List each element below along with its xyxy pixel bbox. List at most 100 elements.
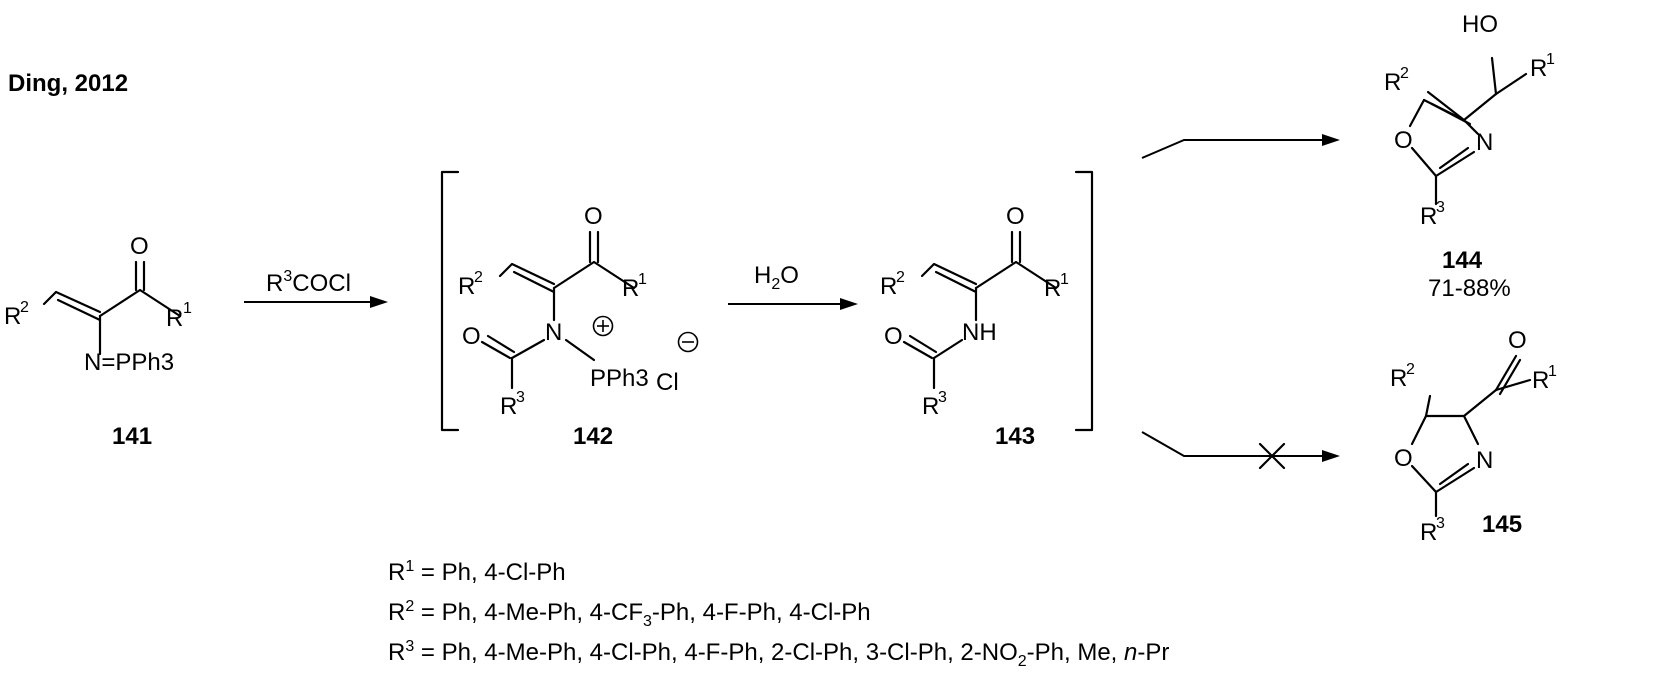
atom-label: O <box>462 323 481 350</box>
bond <box>1462 414 1480 446</box>
atom-superscript: 2 <box>20 299 29 316</box>
bond <box>564 338 596 362</box>
compound-number: 144 <box>1442 247 1483 274</box>
atom-label: R <box>922 393 939 420</box>
bond <box>486 334 516 354</box>
atom-superscript: 1 <box>183 300 192 317</box>
compound-number: 141 <box>112 423 152 450</box>
atom-label: R <box>1384 69 1401 96</box>
atom-superscript: 3 <box>938 389 947 406</box>
atom-superscript: 3 <box>1436 515 1445 532</box>
hydroxyl-label: HO <box>1462 11 1498 38</box>
atom-superscript: 1 <box>1060 271 1069 288</box>
bond <box>932 338 964 360</box>
atom-label: R <box>1420 519 1437 546</box>
bond <box>1424 394 1432 418</box>
atom-superscript: 2 <box>1400 65 1409 82</box>
atom-label: R <box>1390 365 1407 392</box>
atom-label: R <box>1530 55 1547 82</box>
phosphonium-label: PPh3 <box>590 365 649 392</box>
bond <box>1462 118 1480 136</box>
atom-label: O <box>884 323 903 350</box>
negative-charge-icon <box>677 331 699 353</box>
reagent-r3cocl: R3COCl <box>266 268 351 297</box>
atom-label: R <box>1420 203 1437 230</box>
blocked-cross-icon <box>1258 442 1286 470</box>
reaction-arrow-2: H2O <box>728 262 858 310</box>
bond <box>512 270 556 294</box>
atom-superscript: 2 <box>896 269 905 286</box>
positive-charge-icon <box>592 315 614 337</box>
bond <box>1410 146 1438 178</box>
atom-label: R <box>4 303 21 330</box>
reagent-h2o: H2O <box>754 262 799 293</box>
compound-number: 145 <box>1482 511 1522 538</box>
bond <box>98 288 182 318</box>
bond <box>1410 464 1438 494</box>
substituent-r1-line: R1 = Ph, 4-Cl-Ph <box>388 558 566 586</box>
atom-label: R <box>500 393 517 420</box>
atom-label: R <box>166 305 183 332</box>
atom-superscript: 1 <box>638 271 647 288</box>
bracket-right <box>1074 170 1094 432</box>
amine-label: NH <box>962 319 997 346</box>
bond <box>1494 378 1532 392</box>
bond <box>1494 72 1528 96</box>
bond <box>498 262 556 286</box>
bracket-left <box>440 170 460 432</box>
atom-label: O <box>1006 203 1025 230</box>
yield-label: 71-88% <box>1428 275 1511 302</box>
compound-145: R 2 O R 1 O N R 3 145 <box>1390 327 1557 546</box>
compound-142: R 2 O R 1 N O R 3 PPh3 Cl 142 <box>458 203 699 450</box>
atom-superscript: 3 <box>516 389 525 406</box>
compound-141: R 2 O R 1 N=PPh3 141 <box>4 233 192 450</box>
atom-label: O <box>1508 327 1527 354</box>
compound-144: HO R 2 R 1 O N R 3 144 71-88% <box>1384 11 1555 302</box>
atom-label: O <box>130 233 149 260</box>
bond <box>974 260 1058 290</box>
bond <box>1410 414 1428 446</box>
bond <box>1462 388 1498 418</box>
bond <box>1434 466 1476 494</box>
atom-label: R <box>458 273 475 300</box>
compound-number: 143 <box>995 423 1035 450</box>
reaction-arrow-to-145-blocked <box>1141 431 1340 470</box>
scheme-title: Ding, 2012 <box>8 70 128 97</box>
atom-label: R <box>880 273 897 300</box>
atom-label: N <box>1476 129 1493 156</box>
counterion-label: Cl <box>656 369 679 396</box>
atom-superscript: 1 <box>1546 51 1555 68</box>
atom-label: N <box>545 319 562 346</box>
atom-superscript: 1 <box>1548 363 1557 380</box>
bond <box>920 262 978 286</box>
bond <box>42 290 102 314</box>
substituent-r3-line: R3 = Ph, 4-Me-Ph, 4-Cl-Ph, 4-F-Ph, 2-Cl-… <box>388 638 1170 670</box>
atom-label: O <box>1394 445 1413 472</box>
compound-number: 142 <box>573 423 613 450</box>
substituent-r2-line: R2 = Ph, 4-Me-Ph, 4-CF3-Ph, 4-F-Ph, 4-Cl… <box>388 598 871 630</box>
bond <box>908 334 938 354</box>
atom-superscript: 2 <box>1406 361 1415 378</box>
atom-label: R <box>1532 367 1549 394</box>
bond <box>1438 462 1470 486</box>
bond <box>934 270 978 294</box>
bond <box>480 340 512 360</box>
bond <box>56 298 102 322</box>
bond <box>510 338 546 360</box>
atom-label: O <box>584 203 603 230</box>
compound-143: R 2 O R 1 NH O R 3 143 <box>880 203 1069 450</box>
bond <box>1408 98 1426 128</box>
bond <box>552 260 636 290</box>
bond <box>1490 56 1498 96</box>
atom-superscript: 2 <box>474 269 483 286</box>
atom-label: R <box>622 275 639 302</box>
reaction-arrow-1: R3COCl <box>244 268 388 308</box>
bond <box>1462 92 1498 122</box>
bond <box>1434 150 1476 178</box>
atom-label: N <box>1476 447 1493 474</box>
atom-label: O <box>1394 127 1413 154</box>
atom-superscript: 3 <box>1436 199 1445 216</box>
atom-label: R <box>1044 275 1061 302</box>
bond <box>1438 146 1470 170</box>
